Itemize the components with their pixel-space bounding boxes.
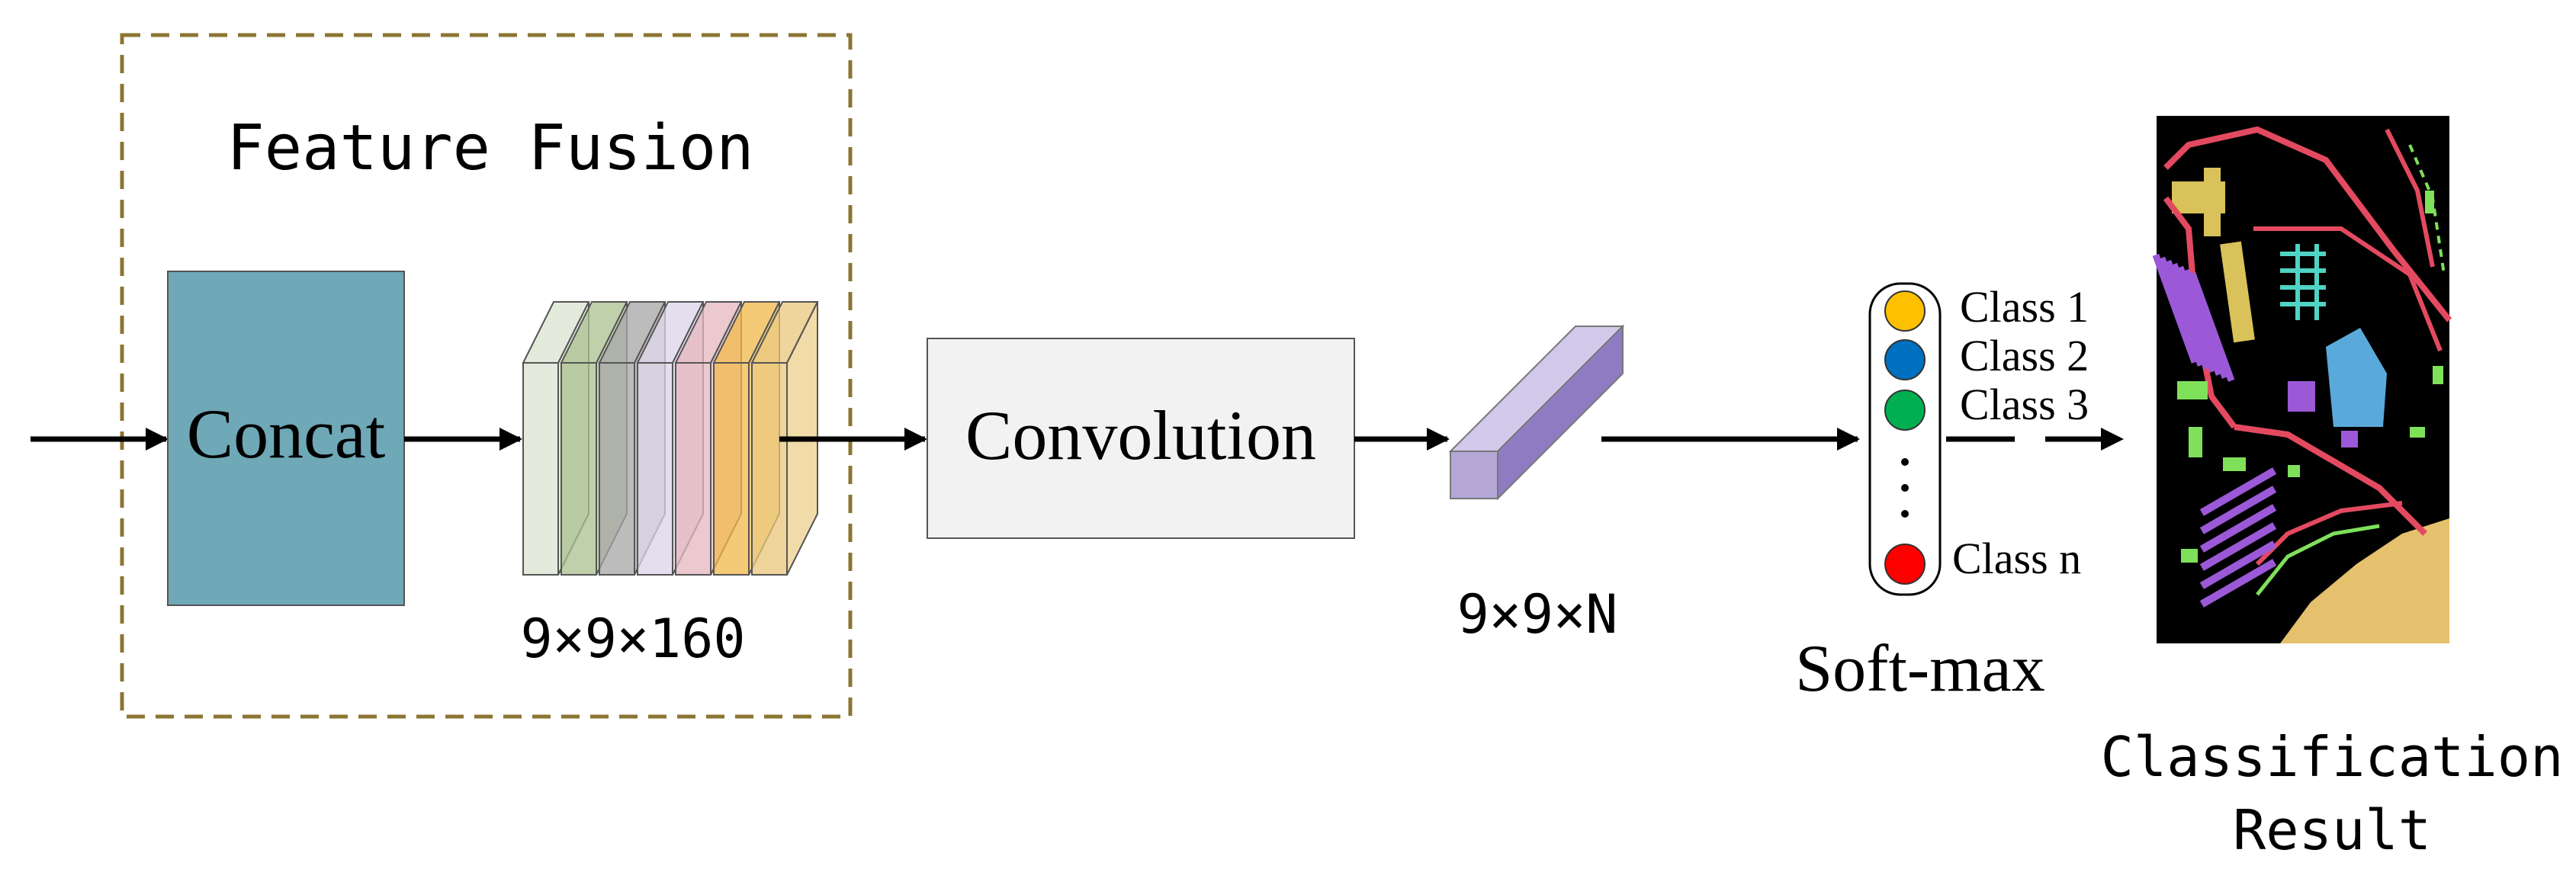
feature-fusion-title: Feature Fusion [226,112,753,184]
map-soil-region [2280,518,2449,643]
class-3-dot [1884,390,1926,431]
map-vegetation [2181,549,2198,563]
map-purple-building [2288,381,2315,412]
feature-stack-dims: 9×9×160 [520,608,745,670]
map-teal-structure [2295,244,2300,320]
convolution-label: Convolution [965,396,1316,474]
ellipsis-dot [1901,484,1909,492]
map-vegetation [2223,457,2246,471]
map-blue-building [2326,328,2387,427]
stack-layer-front [751,362,788,576]
class-n-dot [1884,544,1926,585]
result-caption-line2: Result [2233,798,2431,862]
map-teal-structure [2280,285,2326,290]
map-vegetation [2189,427,2202,457]
map-teal-structure [2280,252,2326,256]
map-purple-row [2199,559,2277,608]
map-yellow-building [2220,241,2255,343]
stack-layer-front [599,362,635,576]
softmax-label: Soft-max [1795,632,2045,706]
map-teal-structure [2280,268,2326,273]
stack-layer-front [560,362,597,576]
map-purple-building [2341,431,2358,447]
class-n-label: Class n [1952,534,2081,583]
class-1-dot [1884,290,1926,332]
class-3-label: Class 3 [1960,380,2089,429]
output-block [1448,324,1625,501]
map-vegetation-line [2256,524,2380,596]
output-block-dims: 9×9×N [1457,583,1618,646]
map-vegetation-line [2408,144,2446,275]
map-purple-row [2189,271,2235,382]
class-2-label: Class 2 [1960,331,2089,380]
convolution-block [927,338,1355,539]
map-vegetation [2410,427,2425,438]
map-vegetation [2177,381,2208,399]
feature-fusion-region [120,33,853,719]
map-road [2385,128,2435,268]
map-yellow-building [2204,168,2221,236]
map-purple-row [2199,504,2277,553]
stack-layer-front [713,362,750,576]
concat-block [167,271,405,606]
map-vegetation [2433,366,2443,384]
map-purple-row [2199,522,2277,571]
map-road [2234,424,2427,536]
ellipsis-dot [1901,458,1909,466]
result-caption-line1: Classification [2101,725,2564,789]
map-road [2163,126,2452,322]
map-teal-structure [2314,244,2319,320]
concat-label: Concat [187,395,386,473]
output-block-front [1450,451,1498,499]
stack-layer [750,301,819,576]
classification-map [2152,116,2452,643]
stack-layer-front [637,362,673,576]
map-teal-structure [2280,302,2326,306]
ellipsis-dot [1901,510,1909,518]
stack-layer-front [522,362,559,576]
map-vegetation [2288,465,2300,477]
class-2-dot [1884,339,1926,380]
feature-stack [522,301,819,576]
map-purple-row [2199,486,2277,534]
class-1-label: Class 1 [1960,282,2089,332]
map-purple-row [2199,540,2277,589]
map-purple-row [2199,467,2277,516]
map-road [2253,226,2443,352]
stack-layer-front [675,362,711,576]
